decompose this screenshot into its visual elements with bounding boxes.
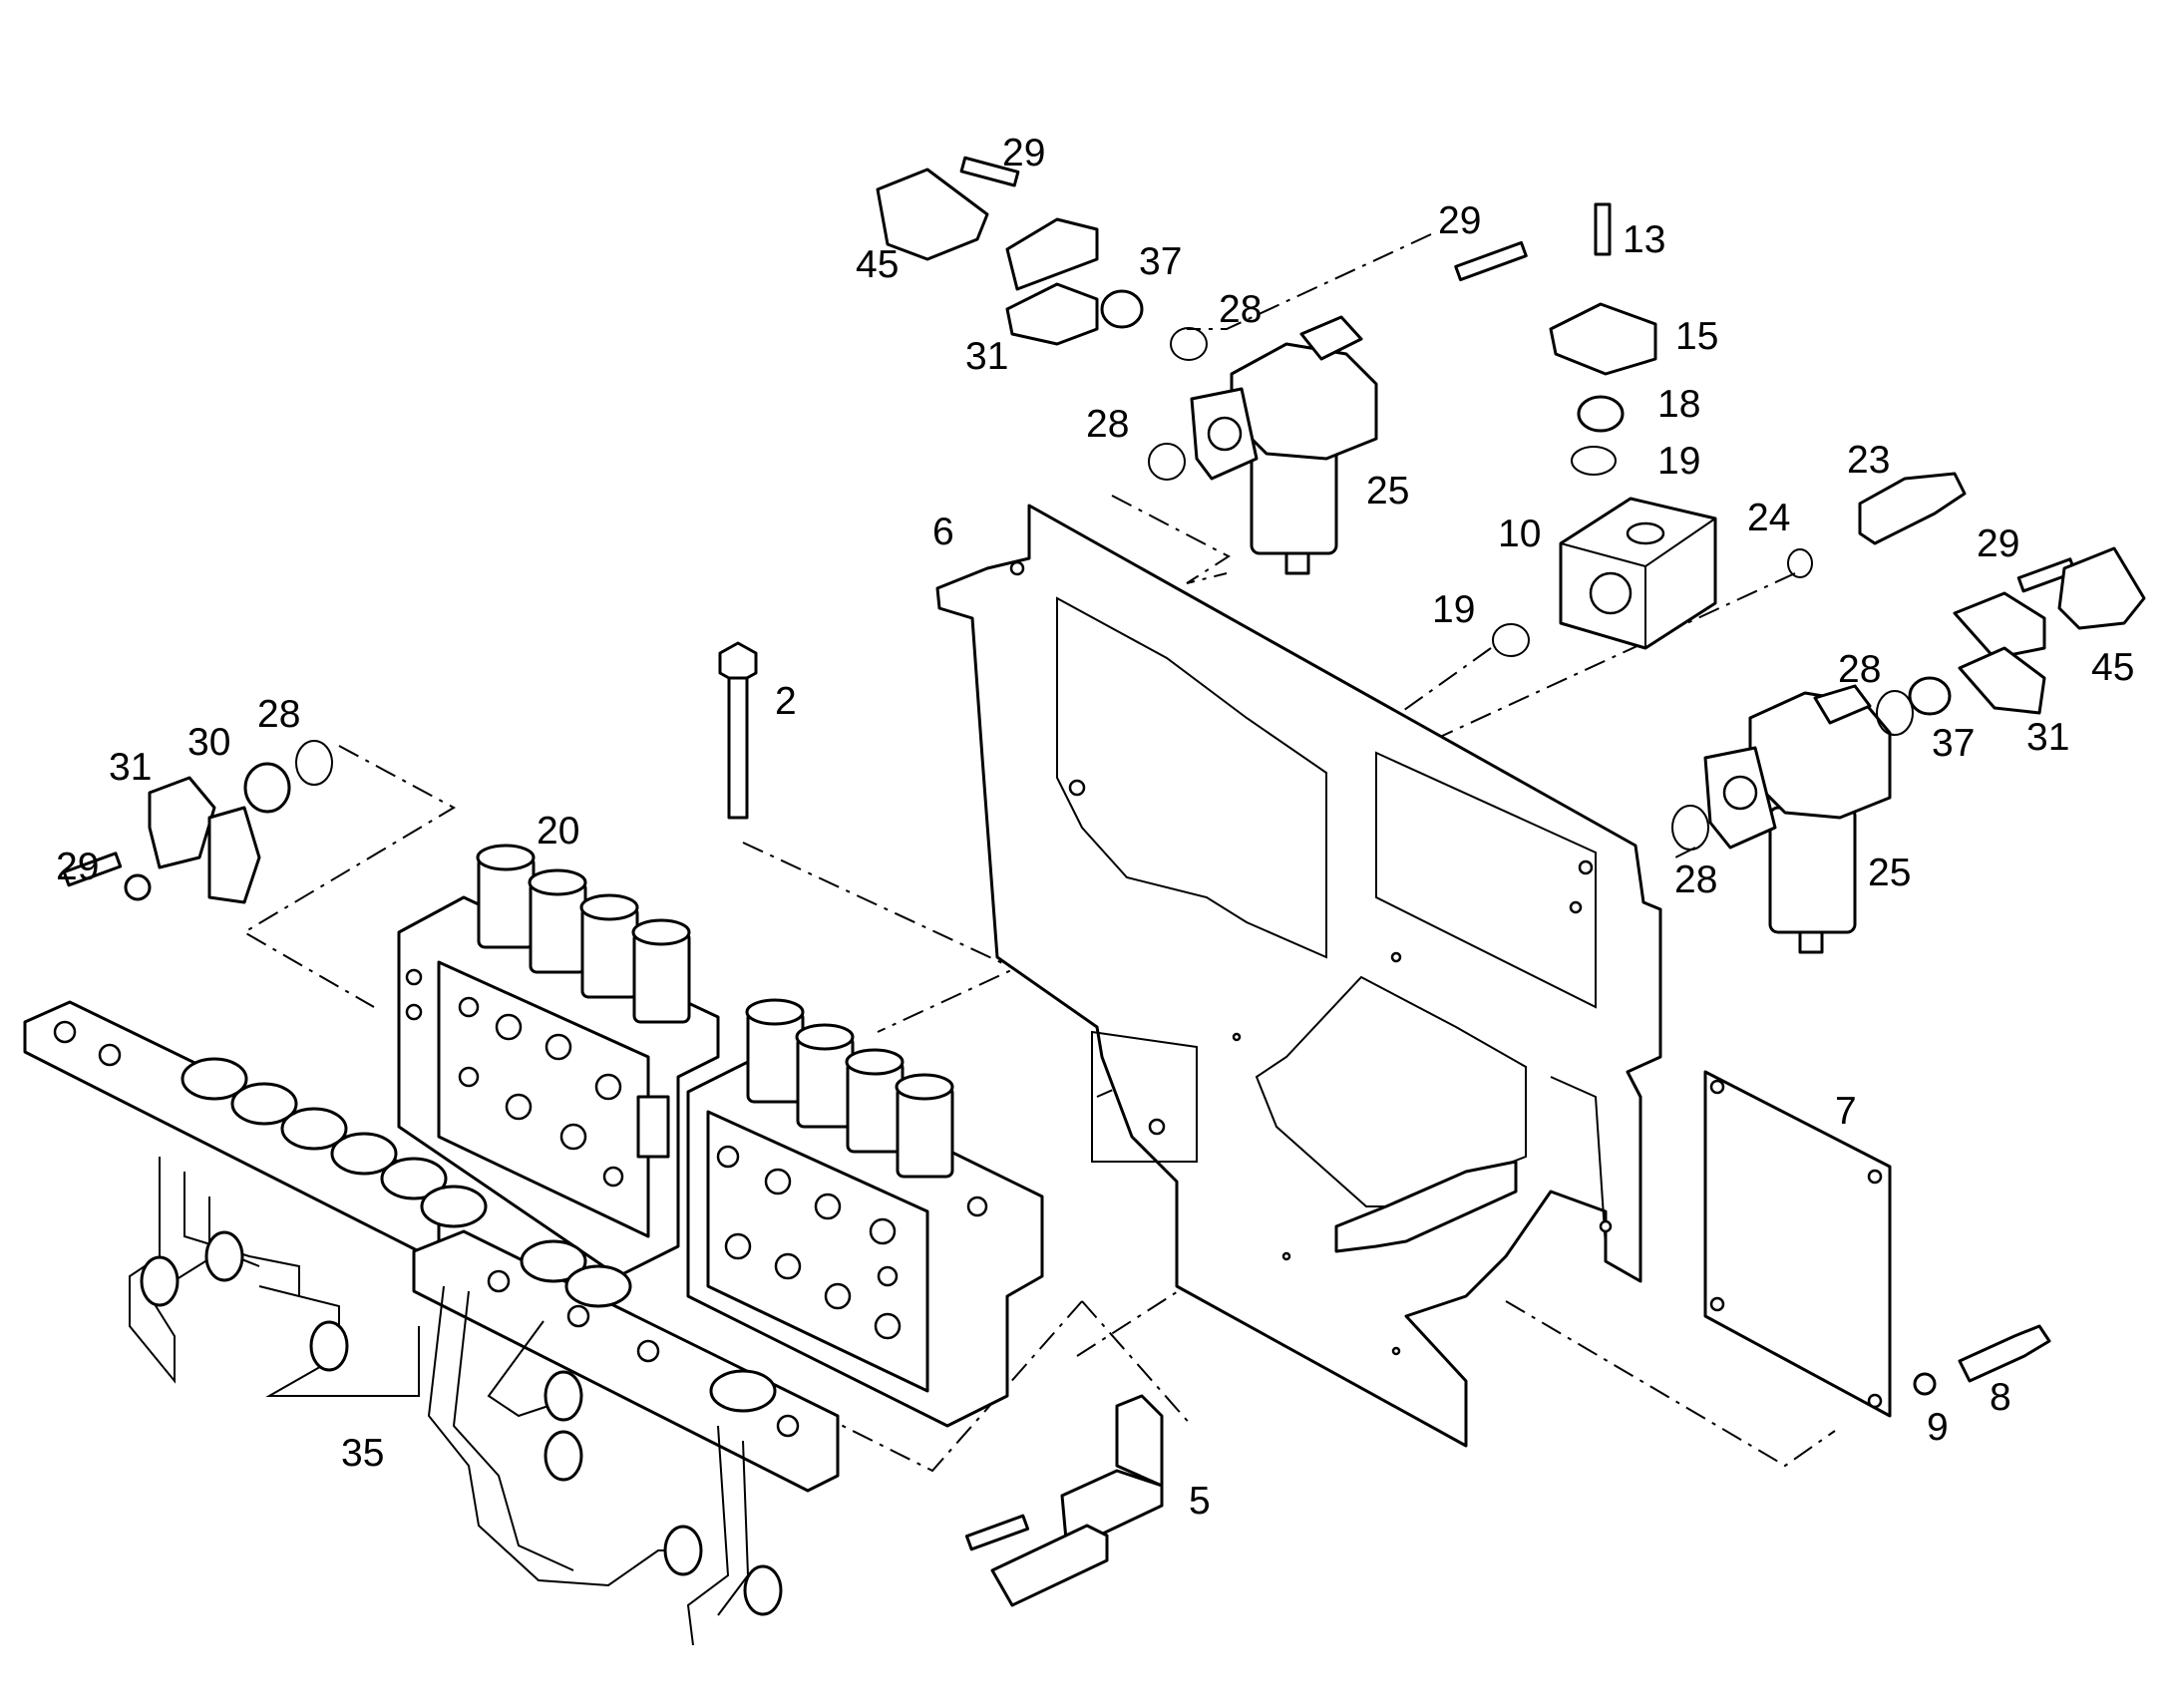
callout-20: 20: [537, 810, 579, 853]
callout-45-right: 45: [2091, 646, 2134, 689]
callout-15: 15: [1675, 315, 1718, 358]
callout-29-right: 29: [1977, 522, 2019, 565]
valve-block-left: [397, 844, 720, 1278]
callout-25-upper: 25: [1366, 470, 1409, 512]
solenoid-row-left: [476, 844, 691, 1024]
pipe-bundle: [129, 1157, 783, 1646]
callout-28-upper-left: 28: [1086, 403, 1129, 446]
callout-31-right: 31: [2026, 716, 2069, 759]
callout-6: 6: [932, 511, 954, 553]
cover-plate: [1703, 1070, 1892, 1418]
filter-lower: [1703, 684, 1892, 954]
callout-28-left: 28: [257, 693, 300, 736]
callout-13: 13: [1623, 218, 1665, 261]
callout-23: 23: [1847, 439, 1890, 482]
callout-7: 7: [1835, 1090, 1857, 1133]
callout-31-left: 31: [109, 746, 152, 789]
callout-37-top: 37: [1139, 240, 1182, 283]
callout-10: 10: [1498, 512, 1541, 555]
callout-45-top: 45: [856, 243, 899, 286]
callout-19-right: 19: [1657, 440, 1700, 483]
callout-31-top: 31: [965, 335, 1008, 378]
valve-block-right: [686, 998, 1044, 1428]
callout-29-top: 29: [1002, 132, 1045, 174]
solenoid-row-right: [745, 998, 954, 1179]
callout-18: 18: [1657, 383, 1700, 426]
manifold-rail-assembly: [23, 1000, 840, 1646]
adapter-block: [1559, 497, 1717, 650]
callout-2: 2: [775, 680, 797, 723]
callout-28-right: 28: [1838, 648, 1881, 691]
callout-28-lower: 28: [1674, 858, 1717, 901]
callout-labels: 29 45 37 31 28 28 29 13 15 18 19 25 10 6…: [56, 132, 2134, 1523]
callout-29-upper: 29: [1438, 199, 1481, 242]
callout-8: 8: [1990, 1376, 2011, 1419]
filter-upper: [1190, 315, 1378, 575]
callout-25-lower: 25: [1868, 852, 1911, 894]
callout-28-top: 28: [1219, 288, 1262, 331]
small-parts: [62, 156, 2146, 1607]
callout-19-left: 19: [1432, 588, 1475, 631]
frame-bracket: [935, 504, 1662, 1448]
flange-row: [181, 1057, 777, 1413]
callout-29-left: 29: [56, 846, 99, 888]
callout-9: 9: [1927, 1406, 1949, 1449]
callout-37-right: 37: [1932, 722, 1975, 765]
callout-35: 35: [341, 1432, 384, 1475]
callout-5: 5: [1189, 1480, 1211, 1523]
callout-24: 24: [1747, 497, 1790, 539]
callout-30: 30: [187, 721, 230, 764]
